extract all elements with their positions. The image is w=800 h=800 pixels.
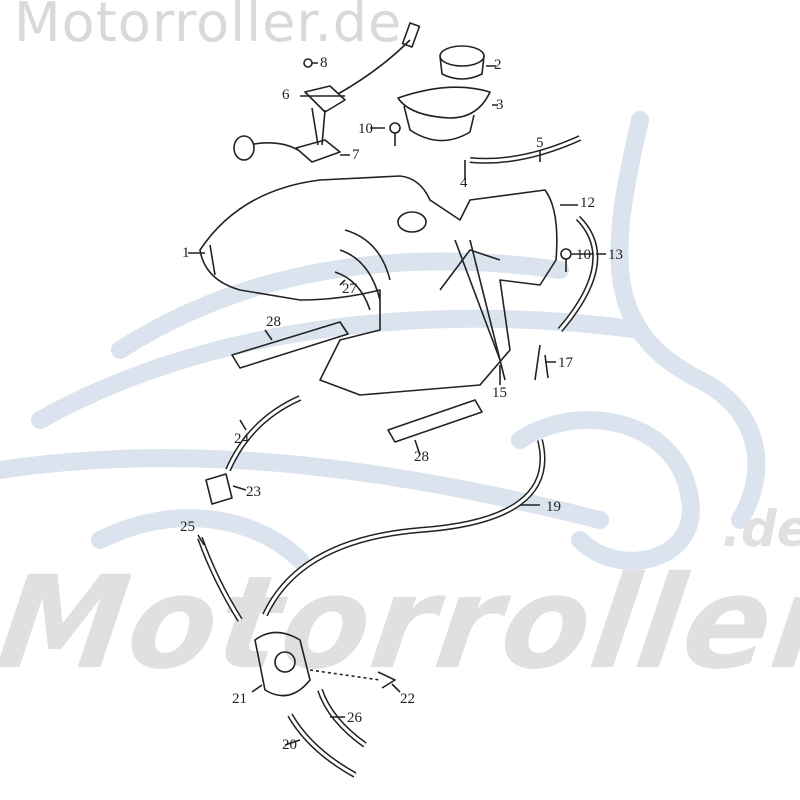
callout-23: 24 [234,431,249,447]
watermark-bottom-suffix: .de [722,500,800,558]
callout-12: 12 [580,195,595,211]
callout-1: 1 [182,245,190,261]
callout-24: 25 [180,519,195,535]
watermark-top: Motorroller.de [14,0,403,54]
callout-3: 3 [496,97,504,113]
callout-7: 7 [352,147,360,163]
callout-6: 6 [282,87,290,103]
callout-15: 15 [492,385,507,401]
callout-13: 13 [608,247,623,263]
callout-10b: 10 [576,247,591,263]
callout-28b: 28 [414,449,429,465]
callout-17: 17 [558,355,573,371]
callout-21: 21 [232,691,247,707]
callout-26: 26 [347,710,362,726]
callout-19: 19 [546,499,561,515]
callout-8: 8 [320,55,328,71]
callout-27: 27 [342,281,357,297]
callout-10: 10 [358,121,373,137]
callout-22: 22 [400,691,415,707]
callout-25: 20 [282,737,297,753]
callout-2: 2 [494,57,502,73]
callout-4: 4 [460,175,468,191]
callout-20: 23 [246,484,261,500]
callout-5: 5 [536,135,544,151]
callout-28: 28 [266,314,281,330]
